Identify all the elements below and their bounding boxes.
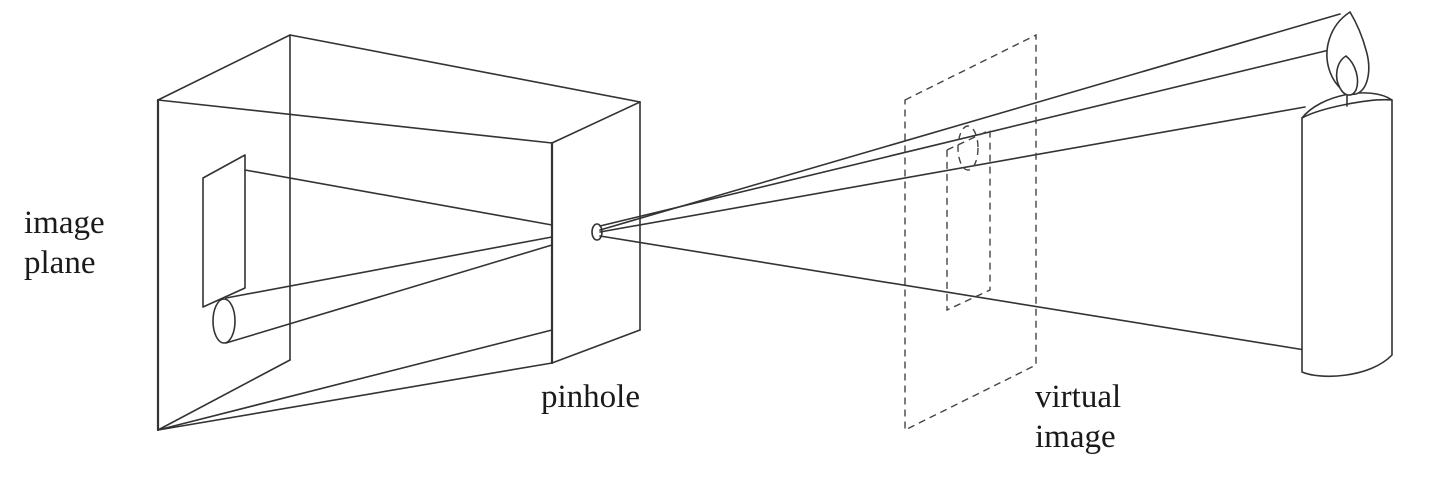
virtual-image-label-line-2: image bbox=[1035, 419, 1116, 455]
image-plane-label: image plane bbox=[24, 203, 105, 283]
virtual-image-plane bbox=[904, 33, 1037, 432]
pinhole-label-text: pinhole bbox=[541, 379, 640, 415]
light-rays bbox=[599, 13, 1351, 351]
candle bbox=[1301, 11, 1393, 378]
image-plane-label-line-1: image bbox=[24, 205, 105, 241]
pinhole-label: pinhole bbox=[541, 377, 640, 417]
virtual-image-label-line-1: virtual bbox=[1035, 379, 1122, 415]
image-plane-label-line-2: plane bbox=[24, 245, 96, 281]
virtual-image-label: virtual image bbox=[1035, 377, 1121, 457]
camera-box bbox=[156, 34, 641, 432]
inverted-image bbox=[202, 154, 553, 344]
